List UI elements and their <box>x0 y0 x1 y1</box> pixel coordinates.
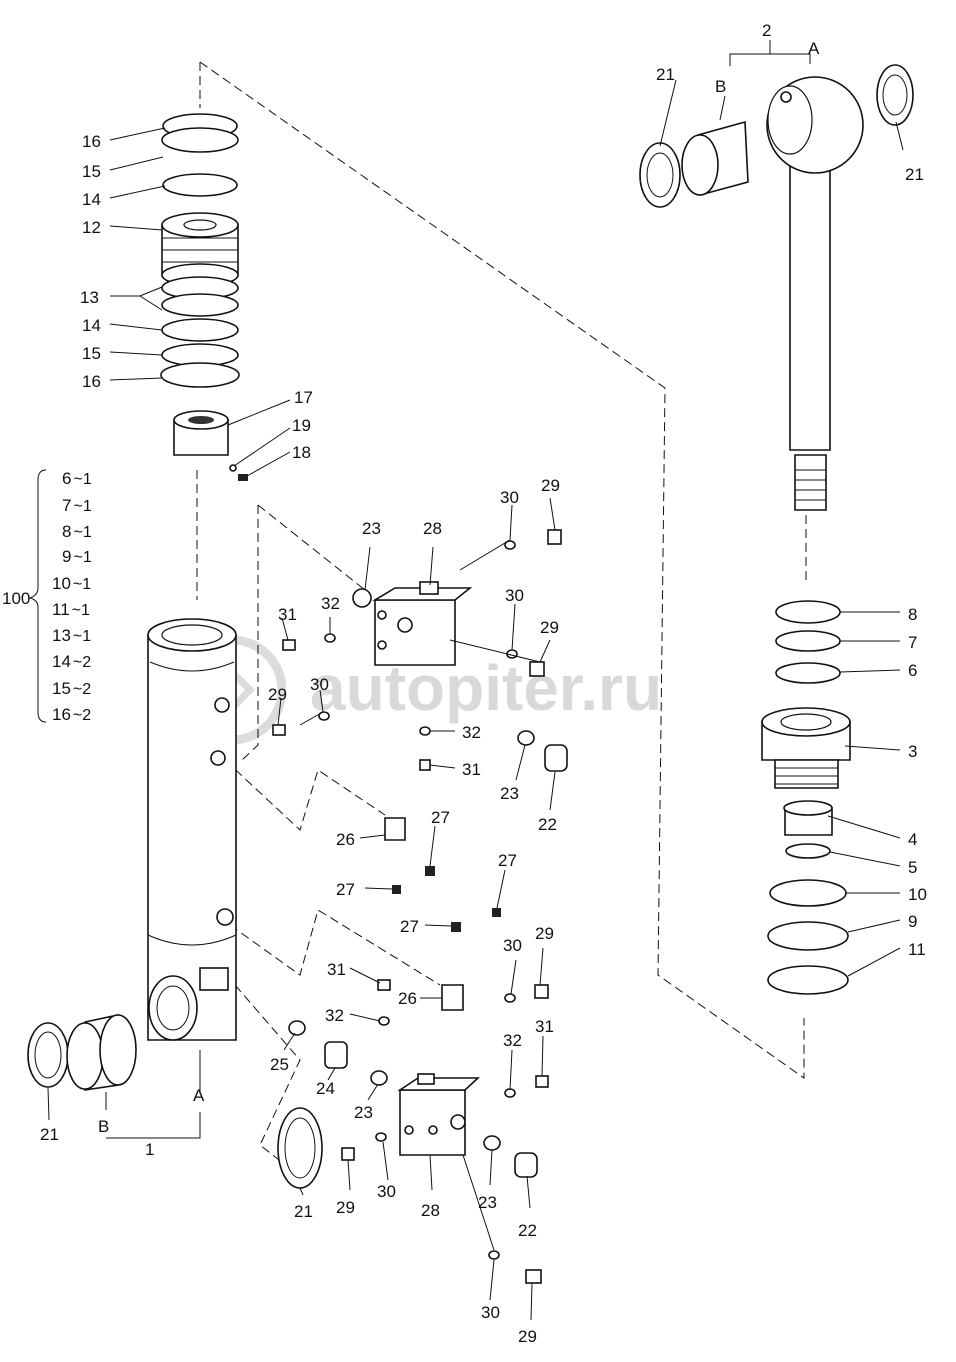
group-items: 6~1 7~1 8~1 9~1 10~1 11~1 13~1 14~2 15~2 16~2 <box>52 469 92 724</box>
group-item: 13~1 <box>52 626 91 645</box>
callout-label: 23 <box>478 1193 497 1212</box>
callout-label: 9 <box>908 912 917 931</box>
callout-label: 13 <box>80 288 99 307</box>
callout-label: 19 <box>292 416 311 435</box>
callout-label: 29 <box>336 1198 355 1217</box>
clamps <box>384 817 501 1011</box>
group-item: 16~2 <box>52 705 91 724</box>
watermark-text: autopiter.ru <box>310 652 662 724</box>
callout-label: 30 <box>500 488 519 507</box>
callout-label: 30 <box>310 675 329 694</box>
leader-lines <box>47 40 904 1321</box>
callout-label: 22 <box>518 1221 537 1240</box>
callout-label: 32 <box>321 594 340 613</box>
group-item: 15~2 <box>52 679 91 698</box>
callout-label: 23 <box>362 519 381 538</box>
group-item: 14~2 <box>52 652 91 671</box>
callout-label: 14 <box>82 190 101 209</box>
callout-labels: 16151412131415161719182AB212187634510911… <box>40 21 927 1346</box>
piston-stack <box>160 113 248 481</box>
callout-label: 31 <box>327 960 346 979</box>
callout-label: 32 <box>462 723 481 742</box>
callout-label: 14 <box>82 316 101 335</box>
group-item: 9~1 <box>62 547 92 566</box>
callout-label: 26 <box>336 830 355 849</box>
callout-label: 31 <box>535 1017 554 1036</box>
callout-label: 4 <box>908 830 917 849</box>
callout-label: 29 <box>518 1327 537 1346</box>
callout-label: 18 <box>292 443 311 462</box>
group-item: 7~1 <box>62 496 92 515</box>
group-item: 8~1 <box>62 522 92 541</box>
callout-label: 5 <box>908 858 917 877</box>
callout-label: 21 <box>905 165 924 184</box>
callout-label: 15 <box>82 344 101 363</box>
callout-label: 29 <box>540 618 559 637</box>
group-label: 100 <box>2 589 30 608</box>
callout-label: 21 <box>656 65 675 84</box>
callout-label: 32 <box>325 1006 344 1025</box>
piston-rod <box>639 64 914 511</box>
callout-label: 28 <box>423 519 442 538</box>
callout-label: 32 <box>503 1031 522 1050</box>
callout-label: 30 <box>505 586 524 605</box>
callout-label: 23 <box>354 1103 373 1122</box>
callout-label: 31 <box>278 605 297 624</box>
callout-label: 23 <box>500 784 519 803</box>
callout-label: 17 <box>294 388 313 407</box>
callout-label: 31 <box>462 760 481 779</box>
valve-block-lower <box>277 979 549 1284</box>
callout-label: 24 <box>316 1079 335 1098</box>
callout-label: 7 <box>908 633 917 652</box>
callout-label: 12 <box>82 218 101 237</box>
callout-label: 16 <box>82 372 101 391</box>
callout-label: 6 <box>908 661 917 680</box>
callout-label: 21 <box>40 1125 59 1144</box>
callout-label: 27 <box>498 851 517 870</box>
callout-label: 15 <box>82 162 101 181</box>
callout-label: 26 <box>398 989 417 1008</box>
bushing-left <box>27 1014 137 1091</box>
callout-label: 3 <box>908 742 917 761</box>
callout-label: 30 <box>481 1303 500 1322</box>
callout-label: A <box>808 39 820 58</box>
callout-label: 29 <box>535 924 554 943</box>
group-item: 10~1 <box>52 574 91 593</box>
callout-label: 11 <box>908 940 926 959</box>
callout-label: 10 <box>908 885 927 904</box>
callout-label: A <box>193 1086 205 1105</box>
callout-label: 22 <box>538 815 557 834</box>
rod-gland-stack <box>761 600 851 995</box>
callout-label: 28 <box>421 1201 440 1220</box>
callout-label: 25 <box>270 1055 289 1074</box>
group-item: 11~1 <box>52 600 90 619</box>
callout-label: 29 <box>268 685 287 704</box>
callout-label: 27 <box>400 917 419 936</box>
callout-label: 1 <box>145 1140 154 1159</box>
callout-label: 8 <box>908 605 917 624</box>
callout-label: B <box>715 77 726 96</box>
callout-label: B <box>98 1117 109 1136</box>
cylinder-tube <box>147 618 237 1041</box>
callout-label: 27 <box>336 880 355 899</box>
callout-label: 27 <box>431 808 450 827</box>
callout-label: 21 <box>294 1202 313 1221</box>
group-item: 6~1 <box>62 469 92 488</box>
callout-label: 30 <box>503 936 522 955</box>
callout-label: 2 <box>762 21 771 40</box>
callout-label: 29 <box>541 476 560 495</box>
group-bracket: 100 <box>2 469 47 723</box>
callout-label: 16 <box>82 132 101 151</box>
callout-label: 30 <box>377 1182 396 1201</box>
valve-block-upper <box>272 529 568 772</box>
